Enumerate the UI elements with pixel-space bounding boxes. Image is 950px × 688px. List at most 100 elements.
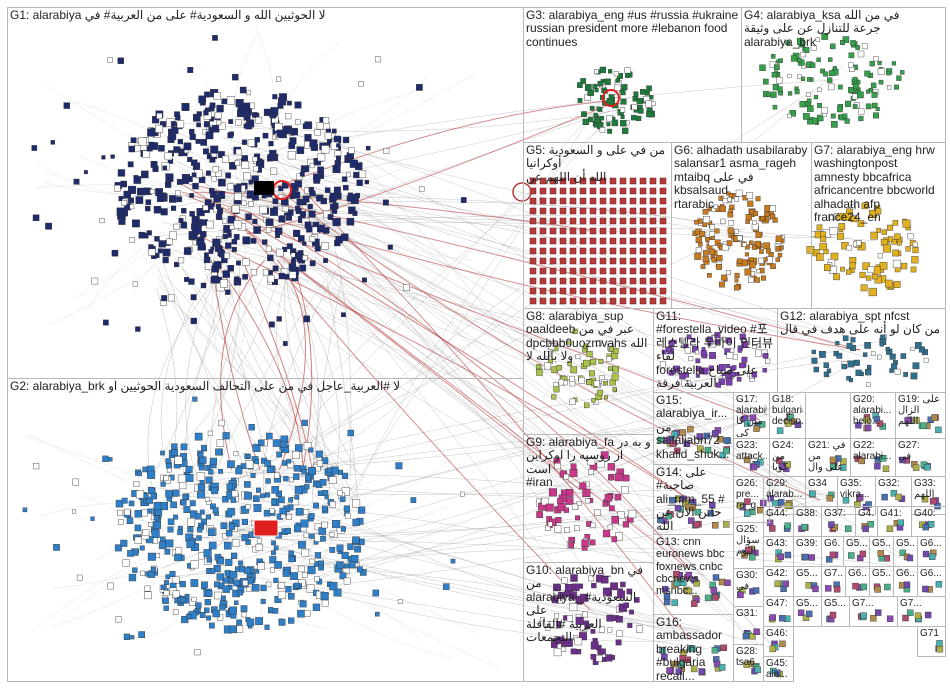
g1-node	[211, 265, 219, 273]
g5-node	[599, 237, 607, 245]
g15-cluster	[657, 425, 732, 459]
g2-node	[132, 567, 138, 573]
g2-node	[233, 579, 241, 587]
g2-outer-node	[90, 516, 95, 521]
g3-node	[646, 111, 653, 118]
g2-node	[309, 533, 315, 539]
g1-node	[151, 116, 160, 124]
g47-label: G47:	[766, 598, 788, 609]
g7-node	[860, 284, 868, 292]
g2-node	[145, 496, 153, 504]
g2-outer-node	[217, 557, 225, 565]
g12-cluster	[811, 334, 929, 387]
g1-node	[127, 161, 134, 168]
g5-node	[649, 227, 657, 235]
g1-node	[320, 197, 327, 205]
g7-node	[824, 264, 831, 271]
g30-node	[737, 591, 744, 599]
g8-node	[589, 370, 595, 377]
g10-node	[590, 654, 597, 660]
g1-node	[317, 224, 325, 233]
edge	[170, 408, 761, 582]
edge	[151, 257, 229, 479]
g2-node	[165, 458, 172, 464]
g5-node	[559, 197, 567, 205]
g2-node	[186, 540, 195, 549]
edge	[328, 125, 745, 635]
g6-node	[702, 255, 709, 262]
g2-node	[214, 591, 222, 600]
g38-cluster	[798, 523, 809, 532]
g8-node	[603, 381, 608, 386]
g1-node	[332, 217, 341, 227]
g2-node	[292, 451, 300, 459]
g5-node	[649, 257, 657, 265]
g9-node	[565, 497, 574, 505]
g2-node	[122, 559, 130, 567]
g15-node	[687, 425, 694, 433]
g48-label: G5...	[872, 538, 891, 549]
g11-node	[714, 339, 720, 345]
g1-node	[347, 193, 356, 202]
g4-node	[799, 101, 806, 108]
g5-node	[549, 187, 557, 195]
g6-node	[707, 206, 712, 211]
g5-node	[629, 257, 637, 265]
g12-node	[885, 346, 890, 352]
edge	[150, 215, 605, 238]
g2-outer-node	[53, 544, 60, 551]
g2-node	[240, 605, 248, 612]
g1-node	[160, 121, 167, 128]
g10-node	[636, 625, 644, 633]
g7-node	[893, 281, 901, 288]
g1-node	[158, 240, 166, 248]
g1-node	[184, 277, 190, 282]
g1-node	[242, 258, 250, 266]
g4-node	[830, 113, 836, 119]
g12-label: G12: alarabiya_spt nfcst من كان لو أنه ع…	[780, 310, 941, 337]
g13-node	[685, 571, 693, 579]
g5-node	[539, 277, 547, 285]
g46-cluster	[769, 640, 786, 653]
g6-node	[734, 196, 740, 202]
g10-node	[595, 655, 603, 662]
g1-outer-node	[276, 316, 282, 322]
g39-label: G39:	[796, 538, 818, 549]
edge	[25, 436, 241, 531]
g1-node	[123, 190, 131, 199]
g1-node	[148, 141, 155, 148]
g2-node	[218, 468, 223, 474]
g13-node	[704, 594, 712, 602]
g2-node	[241, 612, 247, 618]
g16-node	[689, 645, 696, 653]
g7-node	[866, 275, 872, 281]
g14-node	[688, 517, 695, 524]
g4-node	[787, 113, 792, 119]
g2-node	[322, 490, 329, 496]
g15-label: G15: alarabiya_ir... من saifaljabri72 kh…	[656, 394, 730, 461]
g7-node	[843, 212, 851, 221]
g2-node	[341, 472, 349, 480]
g4-node	[852, 104, 858, 109]
g1-node	[218, 122, 226, 130]
g17-node	[753, 425, 760, 432]
g2-node	[153, 502, 162, 510]
g25-node	[745, 546, 752, 554]
g4-node	[828, 83, 835, 91]
g2-node	[321, 505, 328, 512]
g2-node	[167, 526, 174, 533]
g7-node	[850, 204, 856, 210]
g2-node	[265, 492, 271, 498]
edge	[162, 416, 744, 569]
g8-node	[583, 343, 589, 349]
g5-node	[599, 187, 607, 195]
g2-node	[348, 561, 356, 569]
g1-node	[308, 210, 316, 218]
g15-node	[669, 440, 677, 447]
g1-outer-node	[111, 249, 119, 257]
g1-node	[234, 192, 242, 201]
g12-node	[853, 359, 860, 366]
g1-node	[265, 218, 274, 226]
g9-node	[611, 516, 619, 524]
g1-node	[272, 198, 279, 205]
